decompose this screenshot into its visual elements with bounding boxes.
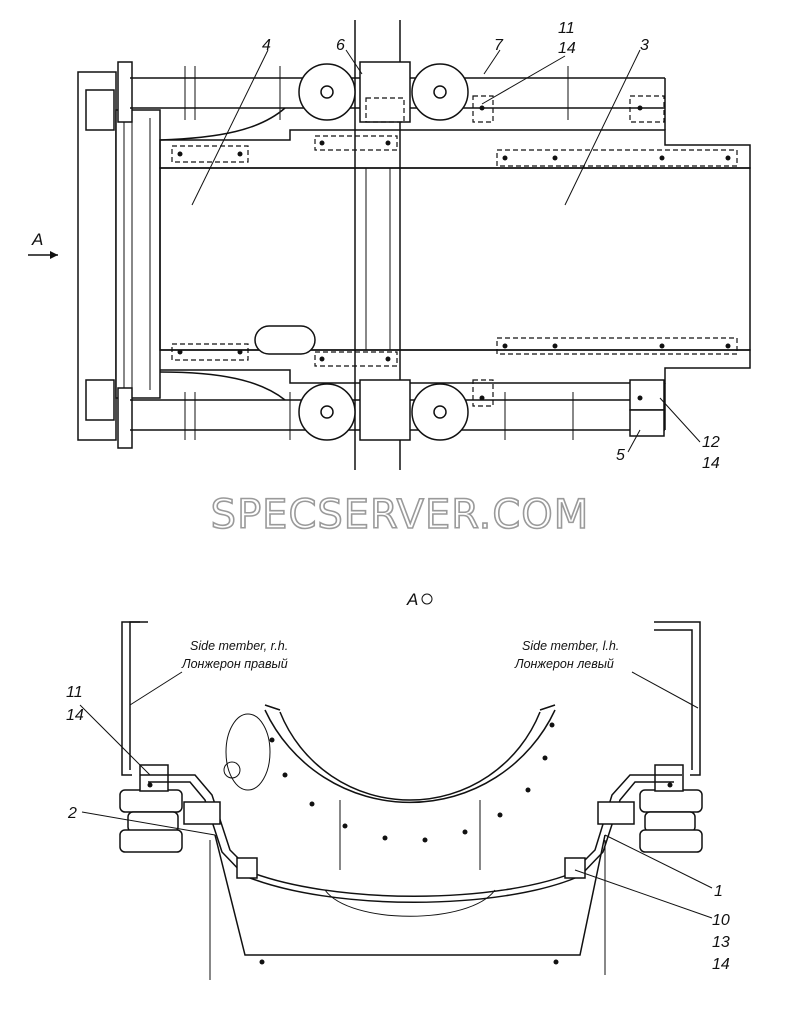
pad-center-top xyxy=(314,135,398,151)
support-strap xyxy=(244,869,581,897)
callout-14-top: 14 xyxy=(558,40,576,57)
callout-12: 12 xyxy=(702,434,720,451)
callout-1: 1 xyxy=(714,883,723,900)
starter-motor xyxy=(225,713,271,791)
pad-right-bottom xyxy=(496,337,738,355)
bracket-top xyxy=(359,61,411,123)
callout-7: 7 xyxy=(494,37,504,54)
radiator-outer xyxy=(77,71,117,441)
callout-14-bottom: 14 xyxy=(702,455,720,472)
callout-10: 10 xyxy=(712,912,730,929)
pad-center-bottom xyxy=(314,351,398,367)
callout-13: 13 xyxy=(712,934,730,951)
section-leaders xyxy=(79,671,713,919)
callout-11-section: 11 xyxy=(66,684,83,701)
bolt-dots xyxy=(177,105,731,401)
radiator-core xyxy=(115,109,161,399)
side-member-right-ru: Лонжерон правый xyxy=(181,657,288,671)
part-12-block xyxy=(629,379,665,411)
pad-left-top xyxy=(171,145,249,163)
callout-3: 3 xyxy=(640,37,649,54)
callout-4: 4 xyxy=(262,37,271,54)
callout-14-section-left: 14 xyxy=(66,707,84,724)
callout-6: 6 xyxy=(336,37,345,54)
top-plan-view xyxy=(28,20,751,470)
side-member-left-en: Side member, l.h. xyxy=(522,639,619,653)
oval-cutout xyxy=(254,325,316,355)
callout-11-top: 11 xyxy=(558,20,575,37)
radiator-mount-bottom xyxy=(85,379,115,421)
section-title: A xyxy=(406,590,418,609)
pad-right-top xyxy=(496,149,738,167)
callout-5: 5 xyxy=(616,447,625,464)
side-member-right-en: Side member, r.h. xyxy=(190,639,288,653)
side-member-right-profile xyxy=(121,621,140,776)
frame-central-plate xyxy=(159,167,751,351)
section-view-a: A xyxy=(79,590,713,980)
pad-left-bottom xyxy=(171,343,249,361)
side-member-left-ru: Лонжерон левый xyxy=(514,657,614,671)
frame-lower-edge xyxy=(160,349,751,384)
view-arrow-label: A xyxy=(31,230,43,249)
flywheel-housing-inner xyxy=(279,711,541,801)
bracket-bottom xyxy=(359,379,411,441)
rail-bolts xyxy=(184,66,574,440)
part-5-block xyxy=(629,409,665,437)
view-arrow-head xyxy=(50,251,58,259)
housing-bolt-holes xyxy=(269,722,555,843)
engine-mount-right-side xyxy=(119,764,258,879)
engine-mount-left-side xyxy=(564,764,703,879)
side-member-left-profile xyxy=(654,621,701,776)
callout-14-section-right: 14 xyxy=(712,956,730,973)
radiator-mount-top xyxy=(85,89,115,131)
watermark-text: SPECSERVER.COM xyxy=(211,492,590,538)
oil-pan-outline xyxy=(214,834,606,956)
callout-2: 2 xyxy=(67,805,77,822)
top-leaders xyxy=(191,49,701,453)
flywheel-housing-outer xyxy=(264,709,556,804)
section-view-symbol xyxy=(421,593,433,605)
